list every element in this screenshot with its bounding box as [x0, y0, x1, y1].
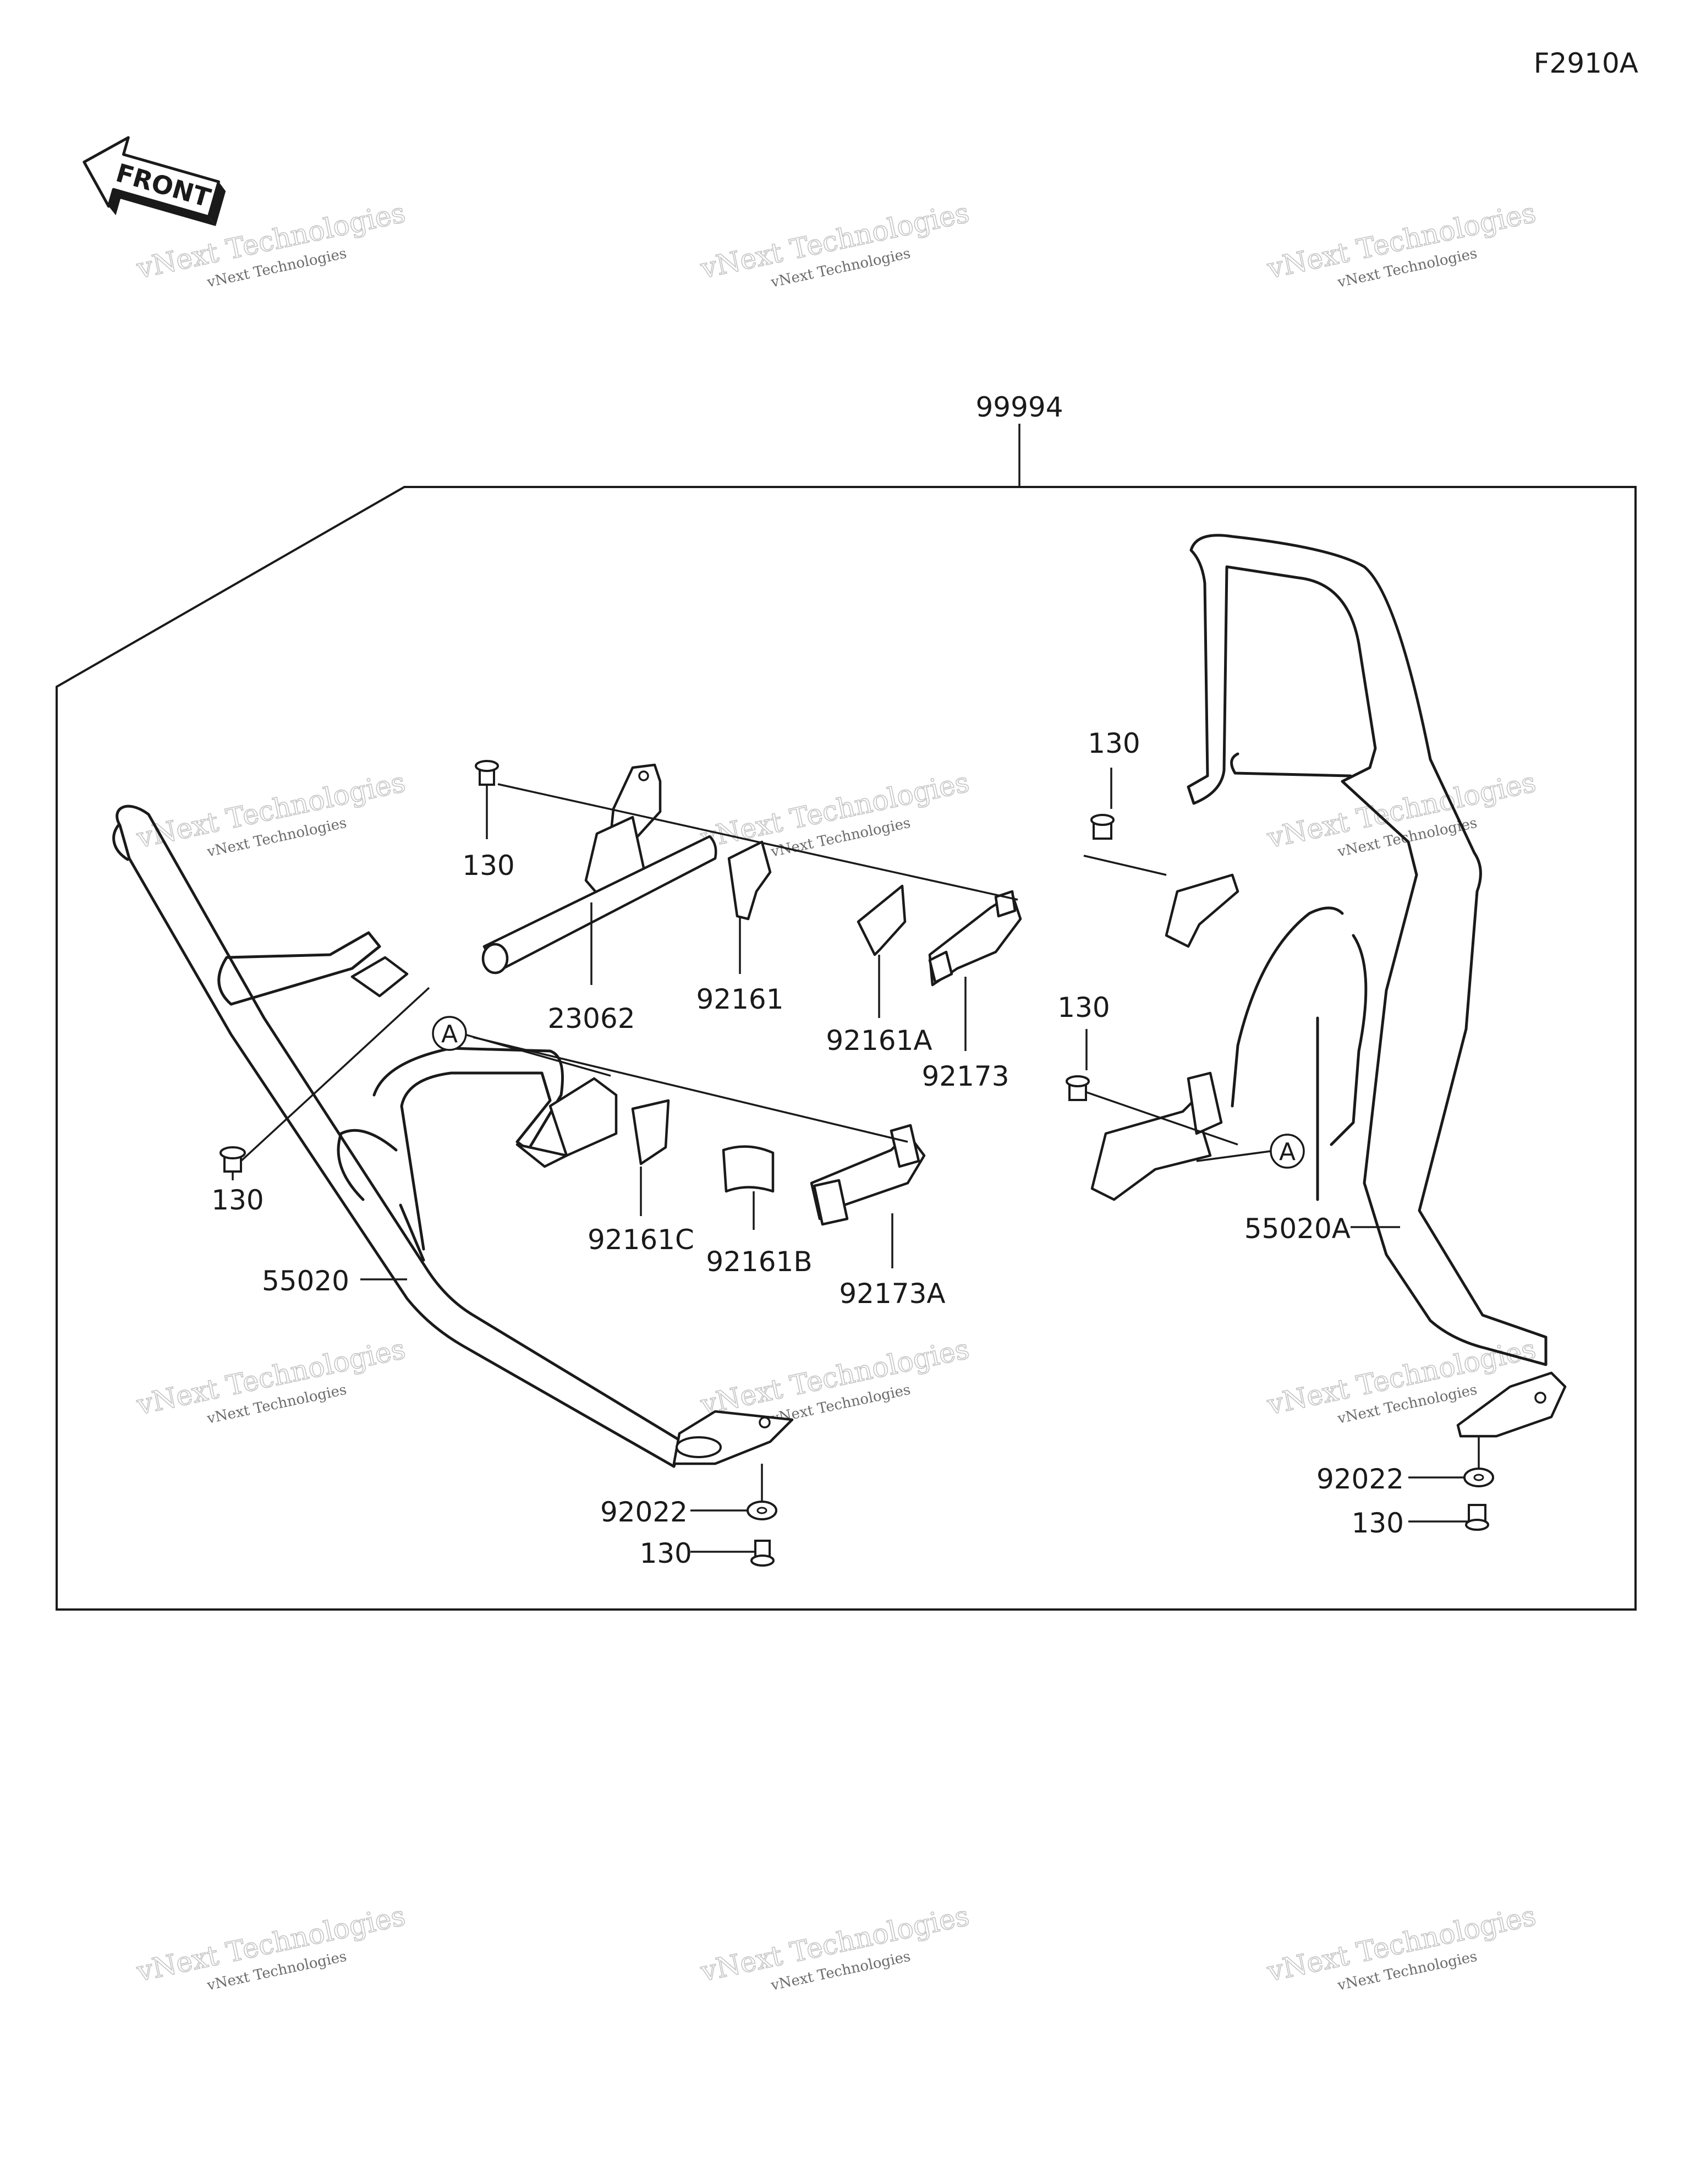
watermark: vNext Technologies vNext Technologies [1264, 765, 1539, 860]
bracket-23062 [481, 763, 717, 975]
clamp-92173A [810, 1124, 926, 1226]
callout-130: 130 [640, 1537, 692, 1569]
shim-92161A [857, 884, 907, 956]
callout-130: 130 [1088, 727, 1140, 759]
reference-mark-A-left: A [432, 1016, 467, 1051]
bolt-icon [750, 1540, 775, 1567]
callout-92161: 92161 [696, 983, 783, 1015]
bolt-icon [220, 1146, 246, 1173]
reference-mark-A-right: A [1270, 1134, 1305, 1169]
assembly-frame [56, 486, 1637, 1611]
left-engine-guard-55020 [112, 804, 794, 1468]
bolt-icon [1090, 814, 1115, 840]
callout-23062: 23062 [547, 1003, 635, 1034]
callout-130: 130 [211, 1184, 264, 1216]
front-direction-arrow-icon: FRONT [83, 136, 226, 226]
watermark: vNext Technologies vNext Technologies [1264, 1899, 1539, 1994]
watermark: vNext Technologies vNext Technologies [1264, 196, 1539, 291]
bolt-icon [475, 760, 499, 786]
callout-leaders [232, 768, 1480, 1553]
svg-text:A: A [1279, 1138, 1296, 1166]
shim-92161B [722, 1145, 775, 1193]
callout-92161C: 92161C [588, 1224, 694, 1256]
callout-92022: 92022 [600, 1496, 688, 1528]
callout-92022: 92022 [1316, 1463, 1404, 1495]
watermark: vNext Technologies vNext Technologies [133, 1899, 408, 1994]
washer-icon [747, 1501, 777, 1520]
callout-92173A: 92173A [839, 1278, 945, 1310]
callout-130: 130 [462, 850, 514, 882]
bolt-icon [1066, 1075, 1090, 1101]
svg-text:A: A [441, 1020, 458, 1048]
shim-92161 [727, 840, 772, 921]
callout-55020: 55020 [262, 1265, 349, 1297]
watermark: vNext Technologies vNext Technologies [697, 1899, 972, 1994]
clamp-92173 [928, 890, 1022, 987]
figure-code: F2910A [1534, 47, 1638, 79]
shim-92161C [631, 1099, 670, 1165]
callout-130: 130 [1057, 992, 1110, 1023]
callout-92161A: 92161A [826, 1025, 932, 1057]
callout-labels: 99994 130 23062 92161 92161A 92173 130 9… [211, 391, 1404, 1569]
watermark: vNext Technologies vNext Technologies [133, 1332, 408, 1427]
callout-130: 130 [1352, 1507, 1404, 1539]
bolt-icon [1465, 1504, 1489, 1531]
watermark: vNext Technologies vNext Technologies [697, 196, 972, 291]
washer-icon [1463, 1468, 1494, 1487]
callout-92161B: 92161B [706, 1246, 812, 1278]
watermark: vNext Technologies vNext Technologies [133, 765, 408, 860]
watermarks: vNext Technologies vNext Technologies vN… [133, 196, 1539, 1994]
callout-99994: 99994 [975, 391, 1063, 423]
callout-92173: 92173 [921, 1060, 1009, 1092]
assembly-lines [240, 783, 1238, 1162]
right-engine-guard-55020A [1090, 534, 1567, 1438]
callout-55020A: 55020A [1244, 1213, 1351, 1245]
